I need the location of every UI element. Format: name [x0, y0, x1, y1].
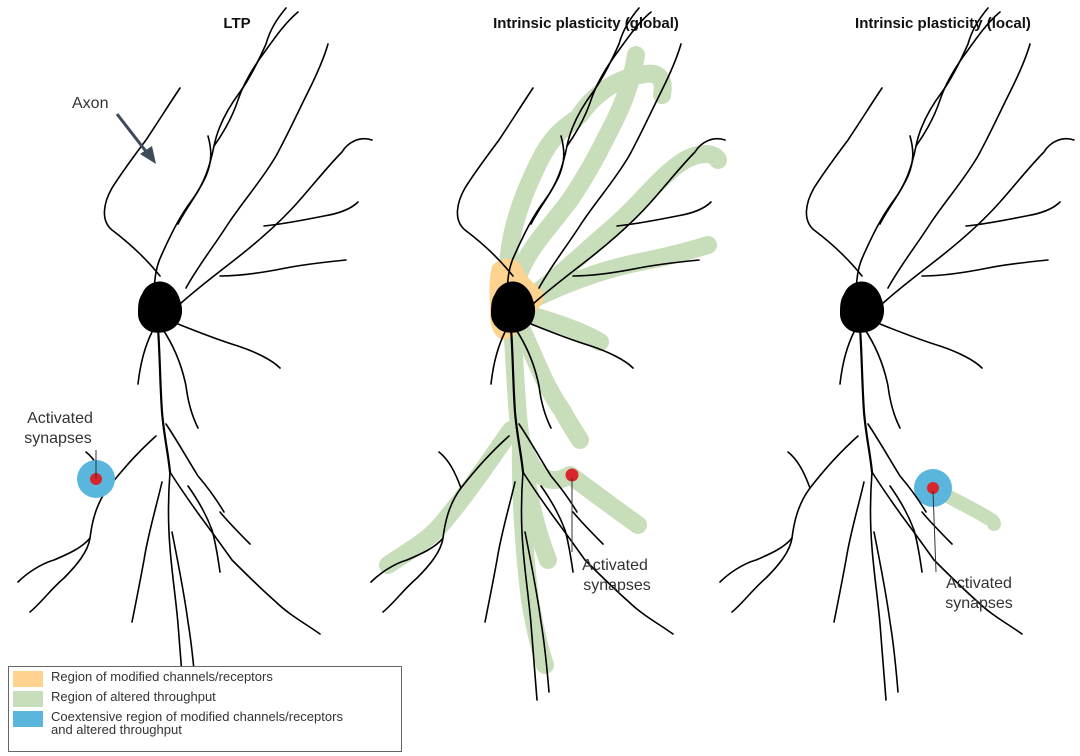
legend-item-modified-channels: Region of modified channels/receptors [13, 670, 397, 687]
legend-swatch-altered-throughput [13, 691, 43, 707]
global-synapse-label-1: Activated [582, 557, 648, 574]
panel-local: Activated synapses [720, 8, 1074, 700]
legend-label-coextensive: Coextensive region of modified channels/… [51, 710, 343, 736]
local-synapse-label-1: Activated [946, 575, 1012, 592]
panel-title-global: Intrinsic plasticity (global) [493, 15, 679, 32]
legend-swatch-modified-channels [13, 671, 43, 687]
axon-label: Axon [72, 95, 108, 112]
global-altered-throughput-region [388, 55, 718, 665]
legend-label-altered-throughput: Region of altered throughput [51, 690, 216, 703]
ltp-synapse-label-2: synapses [24, 430, 92, 447]
legend-item-altered-throughput: Region of altered throughput [13, 690, 397, 707]
panel-ltp: Axon Activated synapses [18, 8, 372, 700]
legend-label-coextensive-line2: and altered throughput [51, 722, 182, 737]
local-synapse-label-2: synapses [945, 595, 1013, 612]
panel-global: Activated synapses [371, 8, 725, 700]
legend-item-coextensive: Coextensive region of modified channels/… [13, 710, 397, 736]
panel-title-local: Intrinsic plasticity (local) [855, 15, 1031, 32]
legend-swatch-coextensive [13, 711, 43, 727]
panel-title-ltp: LTP [223, 15, 250, 32]
legend: Region of modified channels/receptors Re… [8, 666, 402, 752]
ltp-synapse-label-1: Activated [27, 410, 93, 427]
global-synapse-label-2: synapses [583, 577, 651, 594]
legend-label-modified-channels: Region of modified channels/receptors [51, 670, 273, 683]
axon-arrow-line [117, 114, 148, 154]
